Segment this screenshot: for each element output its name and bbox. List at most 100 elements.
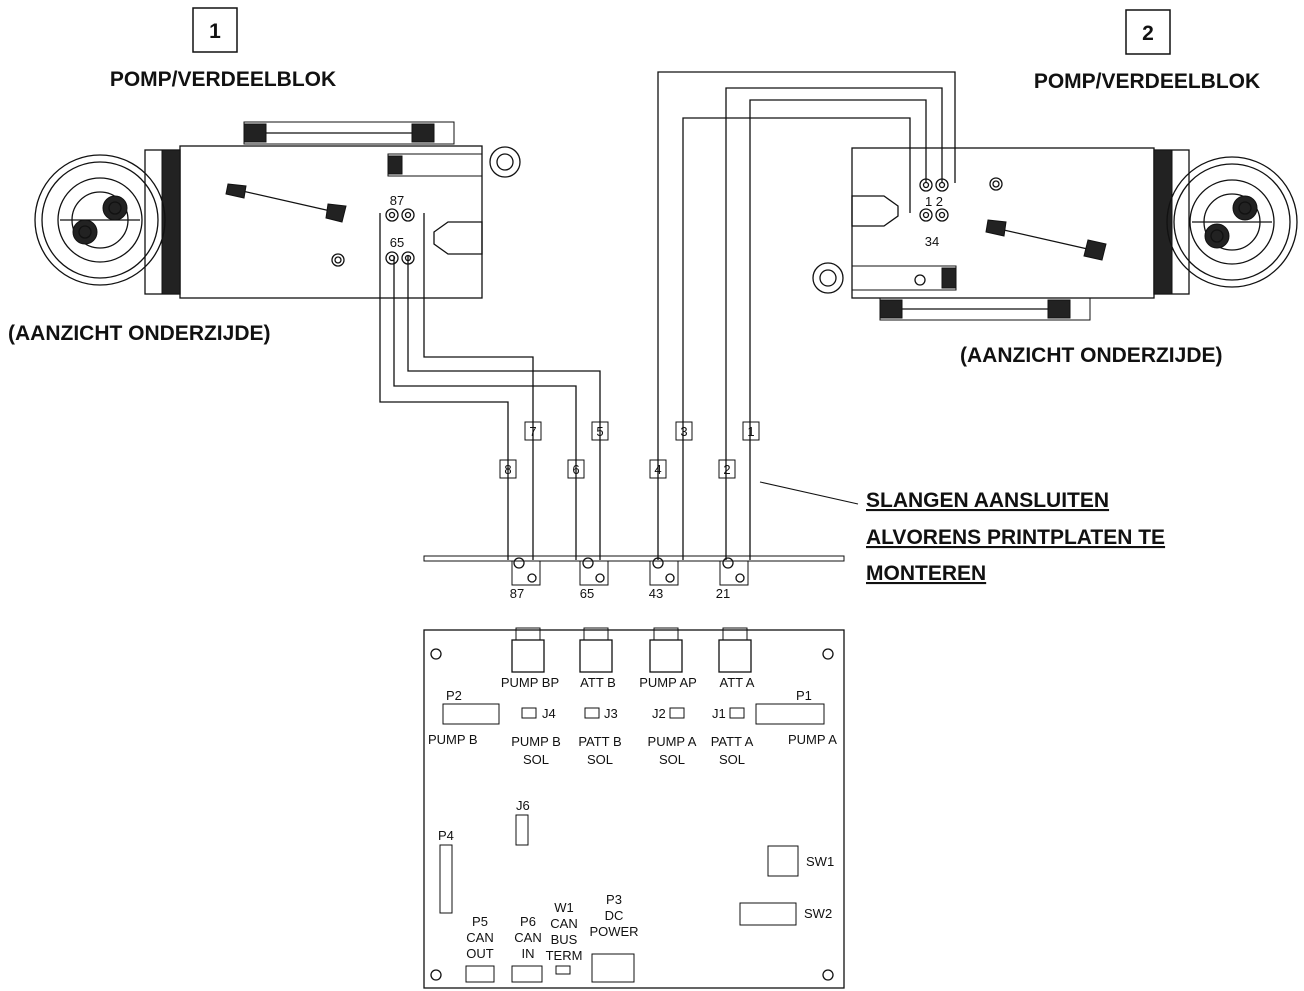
fitting-label-43: 43 [649, 586, 663, 601]
fitting-label-21: 21 [716, 586, 730, 601]
label-p5-2: CAN [466, 930, 493, 945]
label-p6-3: IN [522, 946, 535, 961]
switch-sw2 [739, 902, 797, 926]
label-pump-b-sol-1: PUMP B [511, 734, 561, 749]
hose-4 [657, 71, 956, 560]
block-2-port-label-top: 1 2 [925, 194, 943, 209]
label-patt-a-sol-2: SOL [719, 752, 745, 767]
label-j3: J3 [604, 706, 618, 721]
label-pump-a-sol-1: PUMP A [648, 734, 697, 749]
block-1-title: POMP/VERDEELBLOK [110, 68, 336, 91]
hose-tag-4: 4 [654, 462, 661, 477]
label-w1-4: TERM [546, 948, 583, 963]
hoses [379, 71, 956, 560]
fitting-65 [579, 557, 609, 586]
header-p2 [442, 703, 500, 725]
hose-3 [682, 117, 911, 560]
connector-p5 [465, 965, 495, 983]
label-p2: P2 [446, 688, 462, 703]
jumper-w1 [555, 965, 571, 975]
block-2-number-box [1125, 9, 1171, 55]
hose-tag-8: 8 [504, 462, 511, 477]
label-pump-ap: PUMP AP [639, 675, 697, 690]
block-2-number: 2 [1142, 22, 1154, 45]
label-pump-b-sol-2: SOL [523, 752, 549, 767]
label-j4: J4 [542, 706, 556, 721]
label-j6: J6 [516, 798, 530, 813]
label-pump-bp: PUMP BP [501, 675, 559, 690]
label-w1-1: W1 [554, 900, 574, 915]
block-2-port-label-bottom: 34 [925, 234, 939, 249]
label-p5-1: P5 [472, 914, 488, 929]
block-2-title: POMP/VERDEELBLOK [1034, 70, 1260, 93]
connector-p6 [511, 965, 543, 983]
hose-tag-3: 3 [680, 424, 687, 439]
label-p6-2: CAN [514, 930, 541, 945]
pump-head-1 [34, 149, 181, 295]
block-1-number-box [192, 7, 238, 53]
label-j1: J1 [712, 706, 726, 721]
mounting-plate: 87 65 43 21 [423, 555, 845, 601]
pump-head-2 [1153, 149, 1298, 295]
connector-p3 [591, 953, 635, 983]
header-j6 [515, 814, 529, 846]
label-p3-3: POWER [589, 924, 638, 939]
fitting-label-65: 65 [580, 586, 594, 601]
header-p4 [439, 844, 453, 914]
hose-tag-1: 1 [747, 424, 754, 439]
label-pump-b: PUMP B [428, 732, 478, 747]
hose-1 [749, 99, 927, 560]
label-patt-b-sol-1: PATT B [578, 734, 621, 749]
hose-tag-2: 2 [723, 462, 730, 477]
block-1-port-label-bottom: 65 [390, 235, 404, 250]
circuit-board: PUMP BP ATT B PUMP AP ATT A P2 P1 PUMP B… [423, 627, 845, 989]
note-line-2: ALVORENS PRINTPLATEN TE [866, 526, 1165, 549]
label-sw2: SW2 [804, 906, 832, 921]
connector-att-a [718, 627, 752, 673]
hose-tag-5: 5 [596, 424, 603, 439]
block-2-view-label: (AANZICHT ONDERZIJDE) [960, 344, 1223, 367]
label-p5-3: OUT [466, 946, 494, 961]
hose-5 [407, 256, 601, 560]
label-p4: P4 [438, 828, 454, 843]
hose-7 [423, 213, 534, 560]
block-1-view-label: (AANZICHT ONDERZIJDE) [8, 322, 271, 345]
pump-block-1: 87 65 [179, 121, 521, 299]
hose-tag-6: 6 [572, 462, 579, 477]
fitting-43 [649, 557, 679, 586]
label-pump-a-sol-2: SOL [659, 752, 685, 767]
note-line-1: SLANGEN AANSLUITEN [866, 489, 1109, 512]
block-1-number: 1 [209, 20, 221, 43]
block-1-port-label-top: 87 [390, 193, 404, 208]
fitting-21 [719, 557, 749, 586]
note-leader [759, 481, 859, 505]
label-p3-1: P3 [606, 892, 622, 907]
hose-tags: 1 2 3 4 5 6 7 8 [499, 421, 760, 479]
note-line-3: MONTEREN [866, 562, 986, 585]
connector-pump-bp [511, 627, 545, 673]
header-p1 [755, 703, 825, 725]
label-patt-b-sol-2: SOL [587, 752, 613, 767]
label-sw1: SW1 [806, 854, 834, 869]
hose-2 [725, 87, 943, 560]
fitting-label-87: 87 [510, 586, 524, 601]
pump-block-2: 1 2 34 [812, 147, 1155, 321]
label-w1-3: BUS [551, 932, 578, 947]
hose-6 [393, 256, 577, 560]
label-att-b: ATT B [580, 675, 616, 690]
label-p1: P1 [796, 688, 812, 703]
label-pump-a: PUMP A [788, 732, 837, 747]
fitting-87 [511, 557, 541, 586]
connector-att-b [579, 627, 613, 673]
label-j2: J2 [652, 706, 666, 721]
hose-tag-7: 7 [529, 424, 536, 439]
connector-pump-ap [649, 627, 683, 673]
switch-sw1 [767, 845, 799, 877]
label-patt-a-sol-1: PATT A [711, 734, 754, 749]
label-p6-1: P6 [520, 914, 536, 929]
label-p3-2: DC [605, 908, 624, 923]
label-w1-2: CAN [550, 916, 577, 931]
label-att-a: ATT A [720, 675, 755, 690]
hose-8 [379, 213, 509, 560]
